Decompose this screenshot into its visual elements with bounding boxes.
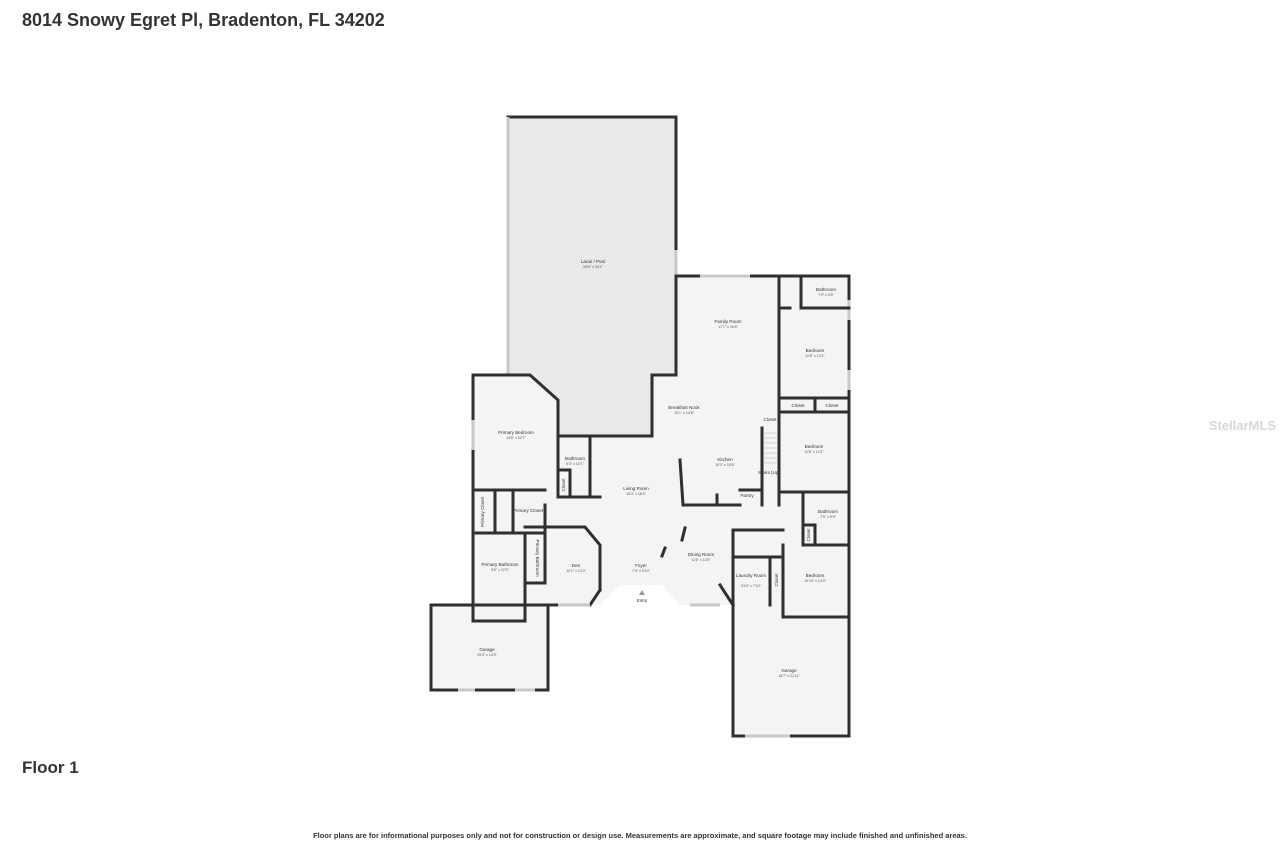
svg-text:Bedroom: Bedroom: [806, 573, 825, 578]
svg-text:Primary Bedroom: Primary Bedroom: [498, 430, 534, 435]
watermark: StellarMLS: [1208, 418, 1276, 433]
interior-walls: [471, 274, 851, 619]
svg-text:Dining Room: Dining Room: [688, 552, 715, 557]
svg-text:Bathroom: Bathroom: [816, 287, 836, 292]
closet-label: Closet: [561, 478, 566, 492]
svg-text:17'7" x 16'6": 17'7" x 16'6": [718, 325, 738, 329]
svg-text:10'1" x 14'8": 10'1" x 14'8": [674, 411, 694, 415]
closet-label: Closet: [763, 417, 777, 422]
entry-label: Entry: [637, 598, 648, 603]
entry-arrow-icon: [639, 590, 645, 595]
room-label: Laundry Room 5'10" x 7'10": [736, 573, 766, 588]
svg-text:15'2" x 15'6": 15'2" x 15'6": [715, 463, 735, 467]
svg-text:Den: Den: [572, 563, 581, 568]
house-floor: [473, 276, 849, 621]
primary-closet-label: Primary Closet: [513, 508, 544, 513]
svg-text:Bathroom: Bathroom: [818, 509, 838, 514]
svg-text:14'6" x 22'7": 14'6" x 22'7": [506, 436, 526, 440]
svg-text:Laundry Room: Laundry Room: [736, 573, 766, 578]
svg-text:7'5" x 9'9": 7'5" x 9'9": [820, 515, 836, 519]
floor-label: Floor 1: [22, 758, 79, 777]
pantry-label: Pantry: [740, 493, 754, 498]
svg-text:Foyer: Foyer: [635, 563, 647, 568]
svg-text:11'8" x 13'1": 11'8" x 13'1": [805, 354, 825, 358]
svg-text:Primary Bathroom: Primary Bathroom: [481, 562, 518, 567]
svg-text:Family Room: Family Room: [714, 319, 741, 324]
closet-label: Closet: [825, 403, 839, 408]
stairs: [764, 432, 777, 464]
svg-text:Living Room: Living Room: [623, 486, 649, 491]
svg-text:15'3" x 18'4": 15'3" x 18'4": [626, 492, 646, 496]
stairs-label: Stairs (Up): [758, 470, 780, 475]
svg-text:Garage: Garage: [479, 647, 495, 652]
primary-bathroom-label: Primary Bathroom: [535, 539, 540, 576]
svg-text:8'5" x 22'3": 8'5" x 22'3": [491, 568, 509, 572]
svg-text:Bathroom: Bathroom: [565, 456, 585, 461]
primary-closet-label: Primary Closet: [480, 496, 485, 527]
closet-label: Closet: [791, 403, 805, 408]
svg-text:11'6" x 12'3": 11'6" x 12'3": [691, 558, 711, 562]
svg-text:Kitchen: Kitchen: [717, 457, 733, 462]
svg-text:5'10" x 7'10": 5'10" x 7'10": [741, 584, 761, 588]
svg-text:12'1" x 13'3": 12'1" x 13'3": [566, 569, 586, 573]
svg-text:11'8" x 12'4": 11'8" x 12'4": [804, 450, 824, 454]
closet-label: Closet: [806, 528, 811, 542]
svg-text:Bedroom: Bedroom: [806, 348, 825, 353]
svg-text:Bedroom: Bedroom: [805, 444, 824, 449]
svg-text:10'10" x 14'3": 10'10" x 14'3": [804, 579, 826, 583]
svg-text:Breakfast Nook: Breakfast Nook: [668, 405, 700, 410]
closet-label: Closet: [774, 573, 779, 587]
exterior-walls: [429, 274, 851, 738]
svg-text:Lanai / Pool: Lanai / Pool: [581, 259, 605, 264]
right-garage-floor: [733, 605, 849, 736]
svg-text:18'7" x 21'11": 18'7" x 21'11": [778, 674, 800, 678]
disclaimer: Floor plans are for informational purpos…: [313, 831, 967, 840]
svg-text:28'6" x 34'1": 28'6" x 34'1": [583, 265, 603, 269]
left-garage-floor: [431, 605, 548, 690]
svg-text:5'3" x 10'1": 5'3" x 10'1": [566, 462, 584, 466]
page-title: 8014 Snowy Egret Pl, Bradenton, FL 34202: [22, 10, 385, 30]
svg-text:7'5" x 5'10": 7'5" x 5'10": [632, 569, 650, 573]
svg-text:7'9" x 5'5": 7'9" x 5'5": [818, 293, 834, 297]
lanai-walls: [506, 115, 678, 375]
svg-text:Garage: Garage: [781, 668, 797, 673]
svg-text:19'3" x 14'3": 19'3" x 14'3": [477, 653, 497, 657]
